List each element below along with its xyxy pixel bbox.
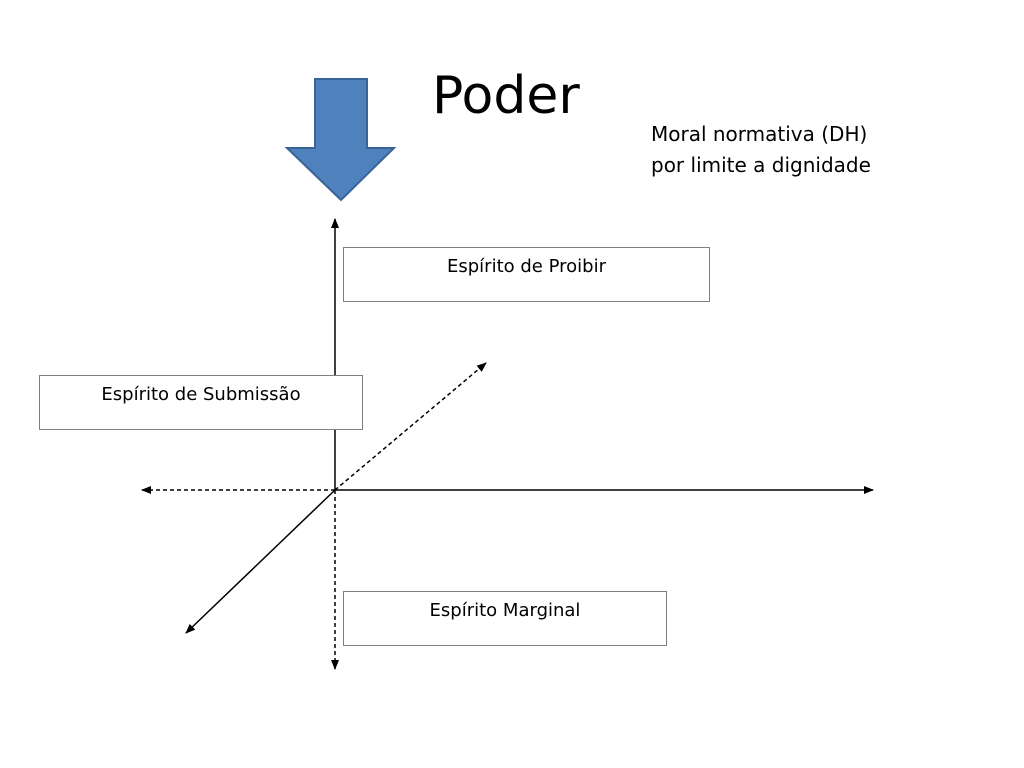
moral-note-line-2: por limite a dignidade: [651, 153, 871, 177]
moral-note-line-1: Moral normativa (DH): [651, 122, 868, 146]
diagonal-axis-upper: [334, 362, 487, 491]
box-espirito-de-proibir: Espírito de Proibir: [343, 247, 710, 302]
box-espirito-marginal: Espírito Marginal: [343, 591, 667, 646]
box-espirito-de-submissao: Espírito de Submissão: [39, 375, 363, 430]
slide-title: Poder: [432, 66, 580, 126]
moral-note: Moral normativa (DH) por limite a dignid…: [651, 119, 911, 181]
down-arrow-icon: [284, 78, 397, 202]
diagonal-axis-lower: [185, 489, 336, 634]
